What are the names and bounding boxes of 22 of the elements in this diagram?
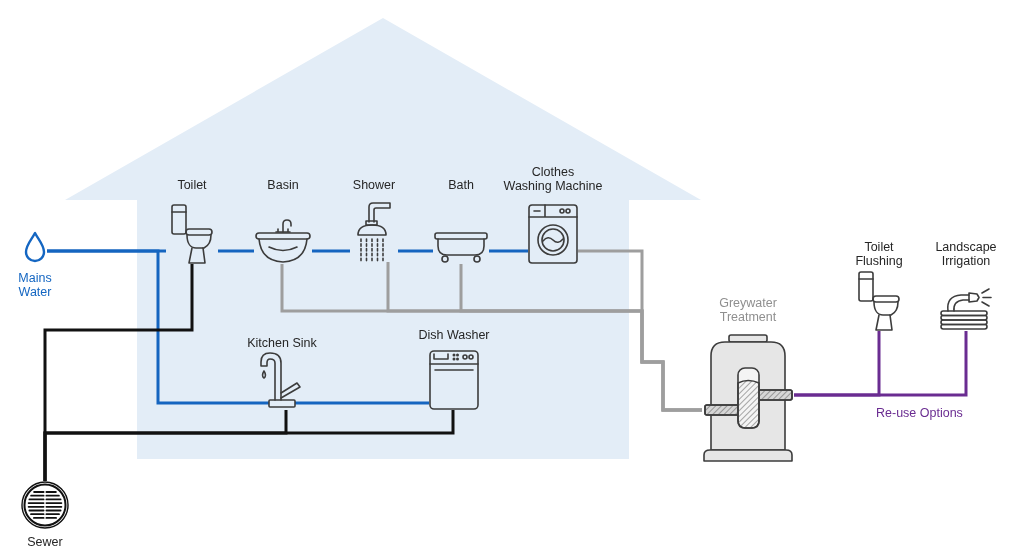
pipe xyxy=(47,249,269,405)
node-label: Clothes Washing Machine xyxy=(503,165,603,193)
node-label: Sewer xyxy=(27,535,63,549)
section-label: Re-use Options xyxy=(876,406,963,420)
pipe xyxy=(578,249,702,412)
node-label: Bath xyxy=(448,178,474,192)
node-label: Basin xyxy=(267,178,299,192)
node-label: Kitchen Sink xyxy=(247,336,317,350)
node-label: Greywater Treatment xyxy=(719,296,777,324)
pipe xyxy=(312,249,350,253)
node-label: Toilet xyxy=(177,178,207,192)
pipe xyxy=(295,401,429,405)
node-label: Landscape Irrigation xyxy=(935,240,997,268)
node-label: Toilet Flushing xyxy=(855,240,903,268)
pipe xyxy=(489,249,528,253)
pipe xyxy=(218,249,254,253)
node-label: Shower xyxy=(352,178,396,192)
pipe xyxy=(43,410,455,481)
pipe xyxy=(794,331,968,397)
node-label: Mains Water xyxy=(18,271,52,299)
pipe xyxy=(398,249,433,253)
node-label: Dish Washer xyxy=(418,328,490,342)
